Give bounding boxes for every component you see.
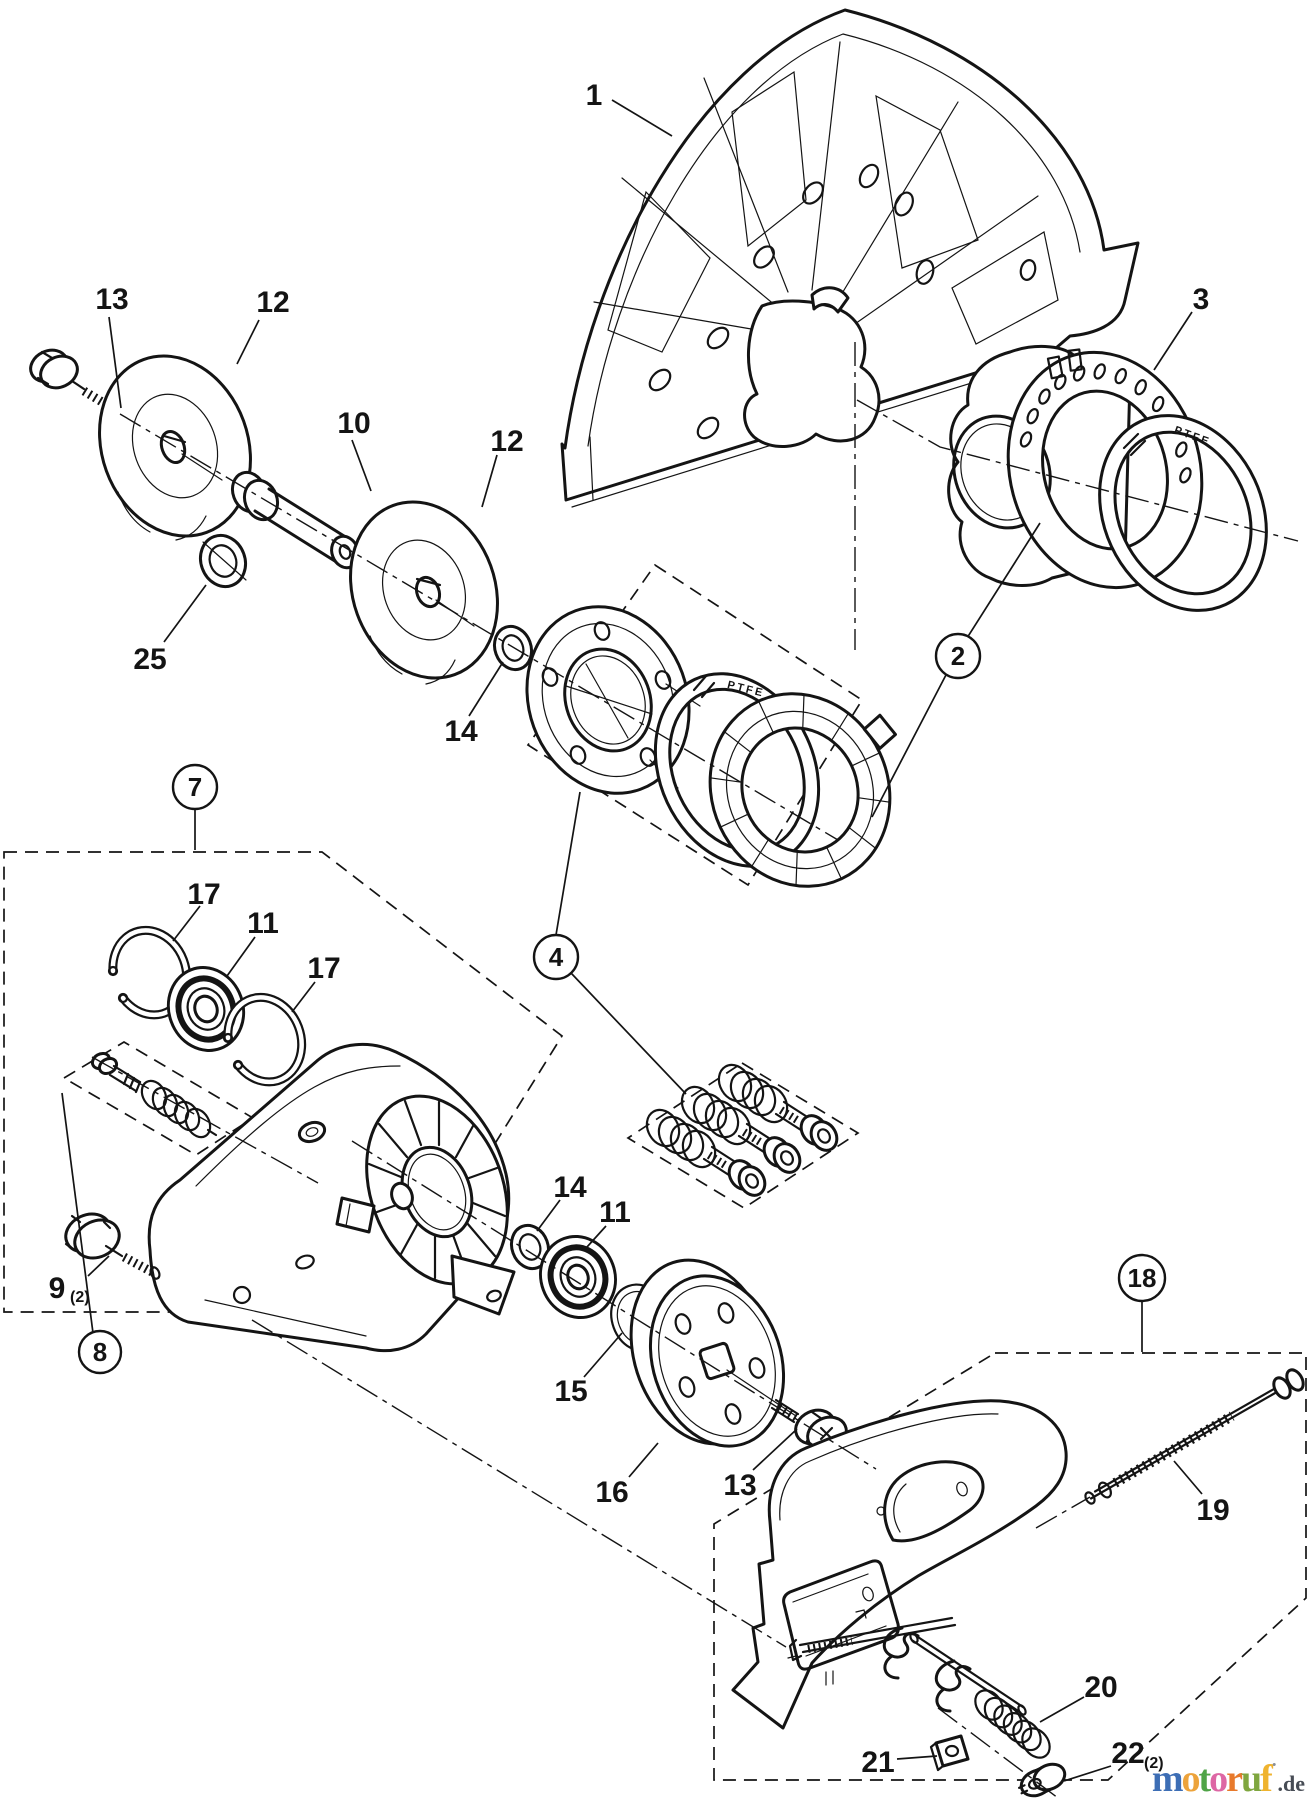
- c-ring-17-a: [107, 925, 192, 1020]
- part-label-1: 1: [586, 79, 603, 112]
- part-label-13-top: 13: [95, 283, 128, 316]
- square-nut-21: [929, 1734, 970, 1772]
- pulley-16: [629, 1258, 797, 1448]
- housing-fan-ribs: [367, 1099, 507, 1281]
- flange-4: [525, 605, 701, 795]
- circled-label-2: 2: [951, 641, 965, 671]
- circle-8: [77, 1329, 123, 1375]
- flange-4-holes: [541, 621, 672, 767]
- part-label-15: 15: [554, 1375, 587, 1408]
- gear-housing: [147, 1042, 516, 1353]
- part-label-16: 16: [595, 1476, 628, 1509]
- logo-letter-u: u: [1241, 1758, 1262, 1800]
- part-label-10: 10: [337, 407, 370, 440]
- circle-2: [934, 632, 982, 680]
- circle-7: [171, 763, 219, 811]
- housing-latch: [335, 1196, 376, 1234]
- circled-labels: 2 4 7 8 18: [77, 632, 1167, 1375]
- logo-word: motoruf: [1152, 1760, 1273, 1798]
- tension-rod-19: [1084, 1368, 1305, 1505]
- spring-clip: [882, 1626, 920, 1680]
- part-label-9: 9: [49, 1272, 66, 1305]
- logo-tld: .de: [1277, 1771, 1306, 1796]
- part3-ptfe-ring: [1098, 414, 1268, 612]
- c-ring-17-b: [222, 992, 307, 1087]
- clutch-ring-facets: [709, 693, 891, 887]
- pivot-pin: [90, 1051, 142, 1094]
- part-label-14-top: 14: [444, 715, 478, 748]
- part-label-11-a: 11: [247, 907, 279, 940]
- part-label-21: 21: [861, 1746, 894, 1779]
- ring-25: [198, 533, 248, 589]
- part-label-20: 20: [1084, 1671, 1117, 1704]
- spring-bolt-set: [717, 1063, 839, 1152]
- bolt-9: [64, 1212, 161, 1280]
- leader-lines: [61, 99, 1203, 1782]
- pulley-holes: [674, 1302, 766, 1425]
- spring-20: [974, 1689, 1051, 1759]
- circled-label-8: 8: [93, 1337, 107, 1367]
- ring-14-top: [492, 624, 534, 672]
- part-label-14-b: 14: [553, 1171, 587, 1204]
- logo-letter-t: t: [1198, 1758, 1212, 1800]
- circle-4: [532, 933, 580, 981]
- clutch-ring-2: [708, 692, 897, 888]
- guard-windows: [607, 70, 1059, 353]
- guard-vent-holes: [648, 163, 1037, 440]
- part-label-17-a: 17: [187, 878, 220, 911]
- wedge-bracket: [450, 1254, 516, 1316]
- lower-guard-plate: [731, 1399, 1068, 1730]
- part-label-22-qty: (2): [1144, 1755, 1164, 1772]
- guard-window-slot: [782, 1559, 900, 1671]
- part-label-19: 19: [1196, 1494, 1229, 1527]
- ptfe-middle-split: [692, 674, 716, 699]
- guard-hub: [743, 299, 881, 449]
- part-label-17-b: 17: [307, 952, 340, 985]
- logo-letter-f: f: [1260, 1758, 1273, 1800]
- part-label-13-mid: 13: [723, 1469, 756, 1502]
- axis-lines: [91, 342, 1299, 1799]
- spacer-sleeve-10: [230, 470, 360, 570]
- logo-letter-m: m: [1151, 1758, 1184, 1800]
- circled-label-4: 4: [549, 942, 564, 972]
- ptfe-ring-split: [1122, 432, 1147, 457]
- motoruf-watermark: motoruf˙.de: [1152, 1760, 1305, 1798]
- blade-guard: [560, 8, 1140, 508]
- part-label-11-b: 11: [599, 1196, 631, 1229]
- logo-letter-o2: o: [1209, 1758, 1228, 1800]
- disc-12-middle: [349, 500, 499, 685]
- circled-label-7: 7: [188, 772, 202, 802]
- pivot-spring: [140, 1079, 218, 1139]
- part-label-22: 22: [1111, 1737, 1144, 1770]
- guard-spokes: [593, 41, 1039, 331]
- logo-letter-o1: o: [1181, 1758, 1201, 1800]
- guard-grip-cutout: [883, 1460, 985, 1543]
- circled-label-18: 18: [1128, 1263, 1157, 1293]
- circle-18: [1117, 1253, 1167, 1303]
- flange-nut-22: [1017, 1762, 1067, 1798]
- logo-mark: ˙: [1270, 1760, 1278, 1782]
- part-label-12-left: 12: [256, 286, 289, 319]
- group-box-4: [626, 1061, 860, 1210]
- part-label-9-qty: (2): [70, 1289, 90, 1306]
- bearing-11-b: [539, 1234, 617, 1320]
- group-box-18: [713, 1352, 1307, 1781]
- bolt-13-top: [29, 348, 120, 415]
- part-label-25: 25: [133, 643, 166, 676]
- part-label-3: 3: [1193, 283, 1210, 316]
- logo-letter-r: r: [1226, 1758, 1243, 1800]
- part-labels: 1 3 13 12 10 25 12 14 17 11 17 9 (2) 14 …: [49, 79, 1230, 1779]
- part-label-12-mid: 12: [490, 425, 523, 458]
- part3-toothed-ring: [1006, 348, 1204, 590]
